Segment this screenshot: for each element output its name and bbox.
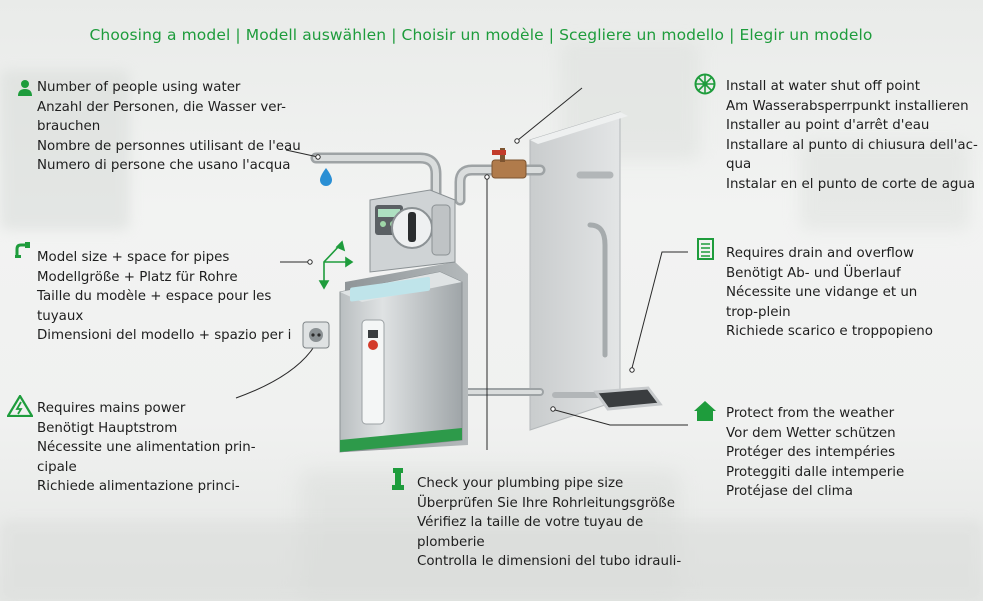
callout-line: Nécessite une alimentation prin- [37, 440, 256, 456]
power-socket [302, 321, 330, 349]
callout-line: Number of people using water [37, 80, 241, 95]
callout-line: Nécessite une vidange et un [726, 285, 918, 301]
pipe-fitting-icon [392, 468, 404, 490]
callout-drain: Requires drain and overflow Benötigt Ab-… [726, 244, 933, 342]
callout-line: Überprüfen Sie Ihre Rohrleitungsgröße [417, 495, 675, 511]
callout-line: trop-plein [726, 304, 791, 320]
callout-line: brauchen [37, 119, 101, 135]
callout-line: Anzahl der Personen, die Wasser ver- [37, 99, 286, 115]
wall-panel [529, 111, 628, 431]
dimension-arrows-icon [318, 240, 354, 290]
callout-line: Installer au point d'arrêt d'eau [726, 118, 930, 134]
water-softener [339, 189, 468, 453]
callout-line: Vérifiez la taille de votre tuyau de [417, 515, 644, 531]
callout-line: plomberie [417, 534, 485, 550]
callout-model-size: Model size + space for pipes Modellgröße… [37, 248, 291, 346]
callout-line: Controlla le dimensioni del tubo idrauli… [417, 554, 682, 570]
callout-line: Vor dem Wetter schützen [726, 425, 896, 441]
callout-line: Taille du modèle + espace pour les [37, 289, 272, 305]
callout-line: Instalar en el punto de corte de agua [726, 176, 976, 192]
callout-line: tuyaux [37, 308, 84, 324]
callout-line: Modellgröße + Platz für Rohre [37, 269, 238, 285]
shutoff-valve [491, 148, 527, 179]
callout-line: Benötigt Hauptstrom [37, 420, 178, 436]
callout-pipe-size: Check your plumbing pipe size Überprüfen… [417, 474, 681, 572]
page-title: Choosing a model | Modell auswählen | Ch… [89, 26, 873, 44]
water-drop-icon [320, 168, 332, 186]
callout-line: Benötigt Ab- und Überlauf [726, 265, 901, 281]
person-icon [18, 80, 32, 96]
callout-line: Check your plumbing pipe size [417, 476, 624, 491]
callout-shutoff: Install at water shut off point Am Wasse… [726, 77, 978, 195]
valve-wheel-icon [694, 73, 716, 95]
callout-line: Installare al punto di chiusura dell'ac- [726, 137, 978, 153]
pipe-tap-icon [15, 242, 30, 258]
callout-line: Protéjase del clima [726, 484, 853, 500]
callout-weather: Protect from the weather Vor dem Wetter … [726, 404, 904, 502]
house-icon [694, 401, 716, 421]
drain-grate-icon [697, 238, 714, 260]
callout-people: Number of people using water Anzahl der … [37, 78, 301, 176]
callout-line: Requires mains power [37, 401, 186, 416]
callout-line: Numero di persone che usano l'acqua [37, 158, 291, 174]
callout-line: Nombre de personnes utilisant de l'eau [37, 138, 301, 154]
electric-warning-icon [7, 395, 33, 417]
callout-line: Protect from the weather [726, 406, 895, 421]
callout-line: Richiede alimentazione princi- [37, 479, 240, 495]
callout-line: Am Wasserabsperrpunkt installieren [726, 98, 969, 114]
callout-line: Richiede scarico e troppopieno [726, 324, 933, 340]
callout-line: Requires drain and overflow [726, 246, 914, 261]
callout-power: Requires mains power Benötigt Hauptstrom… [37, 399, 256, 497]
callout-line: Proteggiti dalle intemperie [726, 464, 905, 480]
callout-line: cipale [37, 459, 77, 475]
floor-drain [593, 386, 663, 411]
callout-line: Protéger des intempéries [726, 445, 896, 461]
callout-line: Install at water shut off point [726, 79, 920, 94]
callout-line: qua [726, 157, 752, 173]
callout-line: Dimensioni del modello + spazio per i [37, 328, 292, 344]
callout-line: Model size + space for pipes [37, 250, 230, 265]
